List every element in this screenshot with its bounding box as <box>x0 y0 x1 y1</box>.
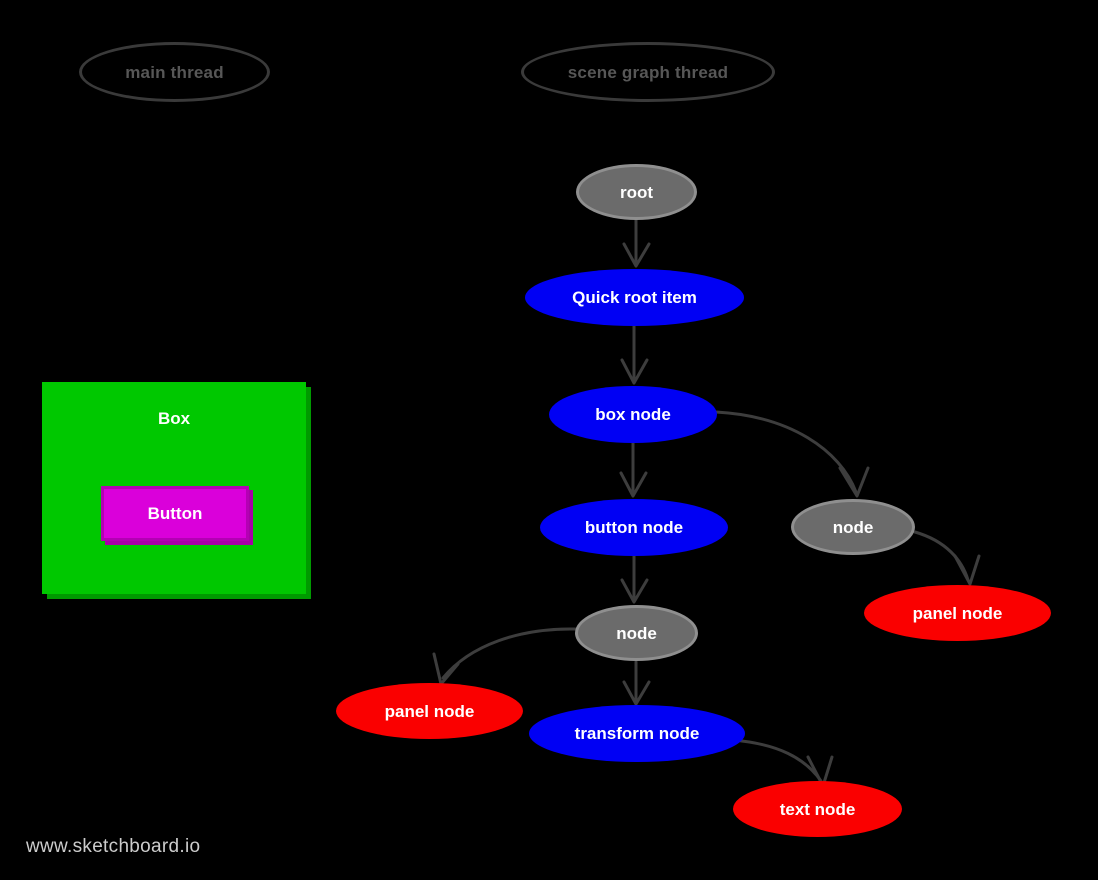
scene-node-text-node[interactable]: text node <box>733 781 902 837</box>
scene-node-text-node-label: text node <box>779 799 856 819</box>
edge-transform-node-to-text-node <box>731 738 834 788</box>
box-widget-label: Box <box>157 409 191 428</box>
scene-node-node-right-label: node <box>832 517 874 537</box>
lane-main-thread[interactable]: main thread <box>79 42 270 102</box>
scene-node-transform-node[interactable]: transform node <box>529 705 745 762</box>
edge-box-node-to-node-right <box>714 410 870 498</box>
scene-node-quick-root-item[interactable]: Quick root item <box>525 269 744 326</box>
scene-node-button-node[interactable]: button node <box>540 499 728 556</box>
edge-button-node-to-node-center <box>620 554 649 604</box>
scene-node-panel-node-left-label: panel node <box>384 701 475 721</box>
scene-node-node-right[interactable]: node <box>791 499 915 555</box>
lane-main-thread-label: main thread <box>125 62 224 82</box>
edge-node-center-to-transform-node <box>622 660 651 706</box>
scene-node-root[interactable]: root <box>576 164 697 220</box>
edge-box-node-to-button-node <box>619 441 648 498</box>
scene-node-transform-node-label: transform node <box>574 724 700 743</box>
edge-node-right-to-panel-node-right <box>913 530 981 586</box>
watermark: www.sketchboard.io <box>26 836 201 857</box>
scene-node-node-center[interactable]: node <box>575 605 698 661</box>
scene-node-box-node-label: box node <box>595 405 671 424</box>
scene-node-panel-node-right-label: panel node <box>912 603 1003 623</box>
lane-scene-graph-thread-label: scene graph thread <box>567 62 729 82</box>
edge-root-to-quick-root-item <box>622 217 651 268</box>
scene-node-panel-node-right[interactable]: panel node <box>864 585 1051 641</box>
button-widget-label: Button <box>147 504 203 523</box>
edge-node-center-to-panel-node-left <box>432 627 577 686</box>
button-widget[interactable]: Button <box>101 486 249 541</box>
scene-node-node-center-label: node <box>616 623 657 643</box>
scene-node-root-label: root <box>619 182 654 202</box>
edge-quick-root-item-to-box-node <box>620 324 649 385</box>
scene-node-quick-root-item-label: Quick root item <box>572 288 697 307</box>
scene-node-panel-node-left[interactable]: panel node <box>336 683 523 739</box>
scene-node-box-node[interactable]: box node <box>549 386 717 443</box>
scene-node-button-node-label: button node <box>584 518 684 537</box>
lane-scene-graph-thread[interactable]: scene graph thread <box>521 42 775 102</box>
